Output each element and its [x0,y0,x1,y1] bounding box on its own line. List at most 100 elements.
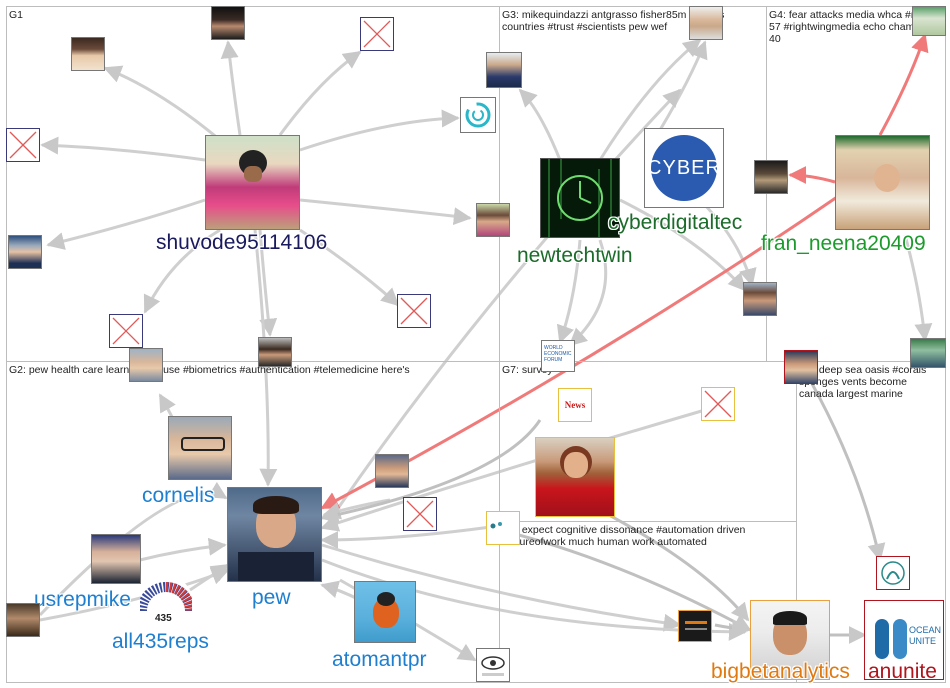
node-avatar[interactable] [486,52,522,88]
edge [320,408,706,532]
node-fran-avatar[interactable] [835,135,930,230]
cyber-logo-text: CYBER [647,157,721,179]
label-fran: fran_neena20409 [761,232,926,255]
group-label-g2: G2: pew health care learn global use #bi… [9,364,410,376]
edge [299,228,400,307]
edge [568,239,608,347]
edge [619,198,747,292]
label-pew: pew [252,586,291,609]
edge [518,88,562,161]
house-seats-icon [140,582,192,612]
edge [328,88,682,521]
node-cyberdigitaltec-avatar[interactable]: CYBER [644,128,724,208]
all435reps-badge: 435 [155,613,172,624]
node-avatar[interactable] [258,337,292,367]
node-avatar[interactable] [486,511,520,545]
edge [299,198,472,226]
edge [40,136,206,162]
edge [321,543,682,632]
wef-logo-text: WORLD ECONOMIC FORUM [544,345,572,363]
node-logo[interactable] [476,648,510,682]
label-atomantpr: atomantpr [332,648,427,671]
node-avatar[interactable] [8,235,42,269]
node-logo[interactable] [876,556,910,590]
label-newtechtwin: newtechtwin [517,244,633,267]
node-wef-logo[interactable]: WORLD ECONOMIC FORUM [541,340,575,372]
edge [598,38,702,161]
node-logo[interactable] [460,97,496,133]
edge [46,198,206,250]
edge [103,65,221,142]
dots-logo-icon [490,522,502,529]
node-avatar[interactable] [535,437,615,517]
coral-logo-icon [881,561,905,585]
node-avatar[interactable] [129,348,163,382]
node-newtechtwin-avatar[interactable] [540,158,620,238]
label-usrepmike: usrepmike [34,588,131,611]
node-broken-image[interactable] [701,387,735,421]
node-avatar[interactable] [6,603,40,637]
node-broken-image[interactable] [360,17,394,51]
label-all435reps: all435reps [112,630,209,653]
label-shuvode: shuvode95114106 [156,231,328,254]
group-label-g7: G7: survey [502,364,553,376]
broken-image-icon [363,20,391,48]
edges-g1 [40,40,472,487]
node-avatar[interactable] [743,282,777,316]
group-label-g3: G3: mikequindazzi antgrasso fisher85m ci… [502,9,725,33]
ocean-unite-logo-text: OCEAN UNITE [909,625,942,646]
node-anunite-avatar[interactable]: OCEAN UNITE [864,600,944,680]
edge [714,619,750,638]
node-logo[interactable] [678,610,712,642]
label-cyberdigitaltec: cyberdigitaltec [608,211,743,234]
ocean-unite-logo-icon [875,619,907,659]
node-avatar[interactable] [476,203,510,237]
node-avatar[interactable] [912,6,946,36]
node-cornelis-avatar[interactable] [168,416,232,480]
node-broken-image[interactable] [6,128,40,162]
edge [499,528,752,632]
matrix-clock-icon [548,159,612,237]
broken-image-icon [704,390,732,418]
broken-image-icon [406,500,434,528]
node-avatar[interactable] [784,350,818,384]
edges-g3 [328,38,757,521]
edge [220,40,242,136]
edge [320,523,506,549]
edge [903,234,933,342]
edge-red [878,33,929,136]
edge [808,379,886,562]
node-broken-image[interactable] [109,314,143,348]
node-avatar[interactable] [375,454,409,488]
swirl-logo-icon [465,102,491,128]
edge-red [788,166,836,185]
group-label-g5: G5: deep sea oasis #corals sponges vents… [799,364,927,400]
node-broken-image[interactable] [403,497,437,531]
node-broken-image[interactable] [397,294,431,328]
node-all435reps-avatar[interactable]: 435 [140,575,192,627]
node-news-logo[interactable]: News [558,388,592,422]
label-bigbetanalytics: bigbetanalytics [711,660,850,683]
edge [278,50,362,136]
edge [556,239,582,344]
edge [320,419,542,524]
eye-logo-icon [481,656,505,676]
group-label-g6: G6: expect cognitive dissonance #automat… [502,524,746,548]
broken-image-icon [9,131,37,159]
node-pew-avatar[interactable] [227,487,322,582]
node-bigbetanalytics-avatar[interactable] [750,600,830,680]
group-label-g1: G1 [9,9,24,21]
node-avatar[interactable] [910,338,946,368]
news-logo-text: News [564,400,586,410]
node-shuvode-avatar[interactable] [205,135,300,230]
edge [698,198,757,287]
node-avatar[interactable] [754,160,788,194]
edge [143,228,221,314]
edge [658,40,708,131]
node-avatar[interactable] [211,6,245,40]
node-avatar[interactable] [71,37,105,71]
node-usrepmike-avatar[interactable] [91,534,141,584]
node-avatar[interactable] [689,6,723,40]
group-label-g4: G4: fear attacks media whca #msm 57 #rig… [769,9,934,45]
node-atomantpr-avatar[interactable] [354,581,416,643]
